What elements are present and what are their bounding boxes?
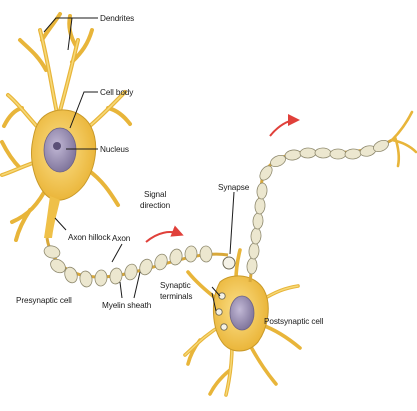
label-signal-direction-2: direction xyxy=(140,201,171,210)
label-cell-body: Cell body xyxy=(100,88,134,97)
label-dendrites: Dendrites xyxy=(100,14,134,23)
signal-direction-arrow-2 xyxy=(270,120,296,136)
label-synaptic-terminals-1: Synaptic xyxy=(160,281,191,290)
postsynaptic-nucleus xyxy=(230,296,254,330)
nucleolus xyxy=(53,142,61,150)
signal-direction-arrow xyxy=(146,232,180,242)
synapse-terminal xyxy=(223,257,235,269)
postsynaptic-axon-terminals xyxy=(392,112,416,166)
axon-hillock xyxy=(44,196,60,238)
postsynaptic-myelin-segments xyxy=(246,138,390,274)
label-postsynaptic-cell: Postsynaptic cell xyxy=(264,317,324,326)
presynaptic-nucleus xyxy=(44,128,76,172)
label-nucleus: Nucleus xyxy=(100,145,129,154)
label-axon-hillock: Axon hillock xyxy=(68,233,111,242)
label-myelin-sheath: Myelin sheath xyxy=(102,301,152,310)
label-synapse: Synapse xyxy=(218,183,250,192)
label-axon: Axon xyxy=(112,234,131,243)
label-synaptic-terminals-2: terminals xyxy=(160,292,192,301)
label-signal-direction-1: Signal xyxy=(144,190,166,199)
label-presynaptic-cell: Presynaptic cell xyxy=(16,296,72,305)
